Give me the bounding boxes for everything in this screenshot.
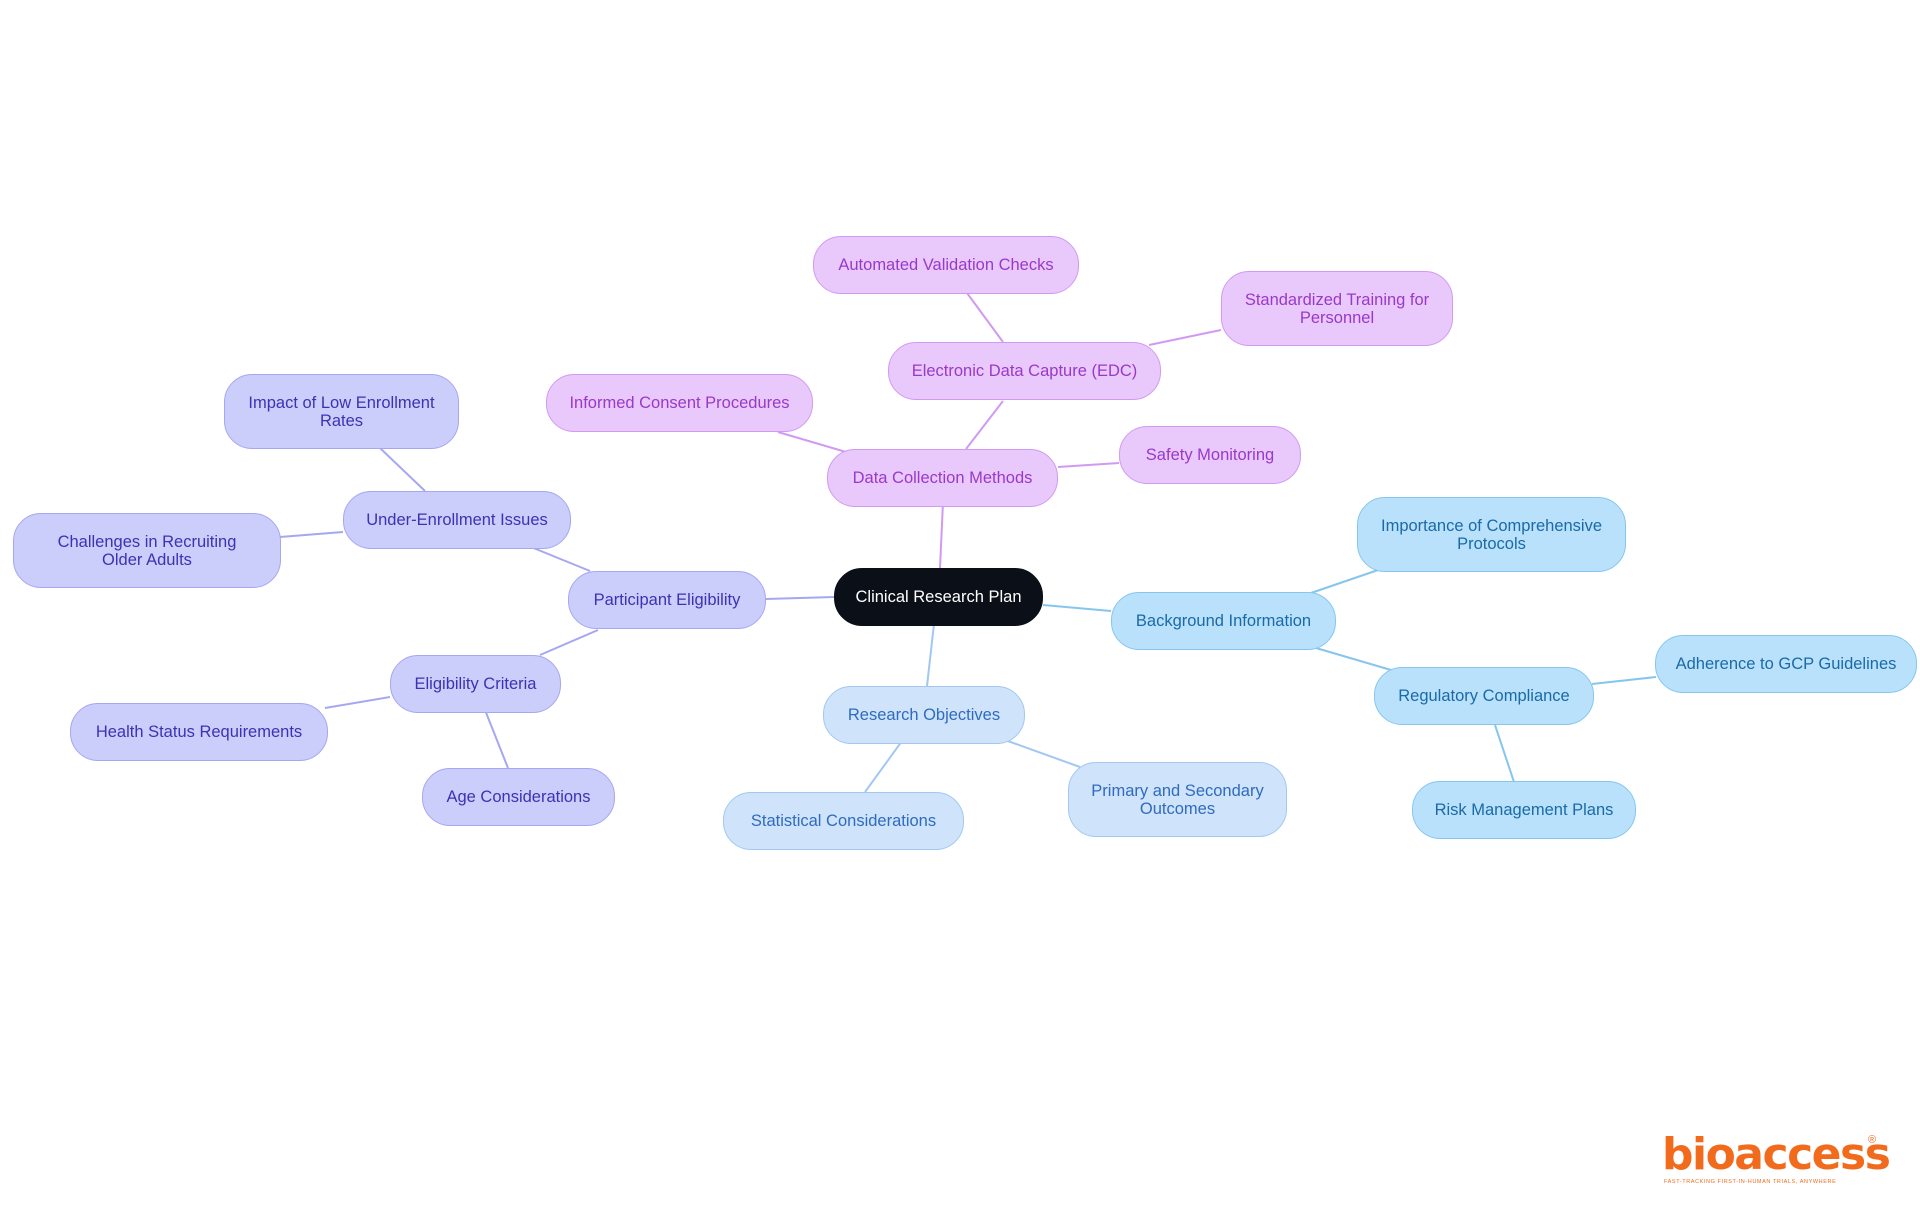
node-importance-comprehensive-protocols[interactable]: Importance of Comprehensive Protocols (1357, 497, 1626, 572)
node-background-information[interactable]: Background Information (1111, 592, 1336, 650)
edge-background-regulatory (1315, 647, 1392, 671)
edge-data-consent (777, 431, 847, 453)
edge-eligibility-under (530, 546, 591, 572)
node-eligibility-criteria[interactable]: Eligibility Criteria (390, 655, 561, 713)
edge-regulatory-gcp (1591, 676, 1657, 685)
edge-data-edc (965, 400, 1004, 450)
node-automated-validation-checks[interactable]: Automated Validation Checks (813, 236, 1079, 294)
edge-root-data-collection (939, 501, 944, 569)
node-statistical-considerations[interactable]: Statistical Considerations (723, 792, 964, 850)
node-adherence-gcp-guidelines[interactable]: Adherence to GCP Guidelines (1655, 635, 1917, 693)
edge-root-background (1042, 604, 1112, 612)
node-participant-eligibility[interactable]: Participant Eligibility (568, 571, 766, 629)
node-age-considerations[interactable]: Age Considerations (422, 768, 615, 826)
edge-criteria-age (484, 709, 509, 769)
node-electronic-data-capture[interactable]: Electronic Data Capture (EDC) (888, 342, 1161, 400)
edge-root-eligibility (765, 596, 835, 600)
logo-wordmark: bioaccess (1662, 1129, 1891, 1180)
node-safety-monitoring[interactable]: Safety Monitoring (1119, 426, 1301, 484)
edge-edc-training (1148, 329, 1222, 346)
root-node[interactable]: Clinical Research Plan (834, 568, 1043, 626)
bioaccess-logo: bioaccess ® FAST-TRACKING FIRST-IN-HUMAN… (1662, 1132, 1891, 1188)
node-research-objectives[interactable]: Research Objectives (823, 686, 1025, 744)
edge-eligibility-criteria (539, 629, 599, 656)
logo-tagline: FAST-TRACKING FIRST-IN-HUMAN TRIALS, ANY… (1664, 1179, 1837, 1185)
edge-criteria-health (324, 696, 391, 709)
node-regulatory-compliance[interactable]: Regulatory Compliance (1374, 667, 1594, 725)
node-challenges-recruiting-older-adults[interactable]: Challenges in Recruiting Older Adults (13, 513, 281, 588)
node-risk-management-plans[interactable]: Risk Management Plans (1412, 781, 1636, 839)
logo-registered-mark: ® (1868, 1134, 1877, 1146)
edge-regulatory-risk (1494, 724, 1515, 783)
edge-objectives-outcomes (1004, 739, 1081, 768)
node-under-enrollment-issues[interactable]: Under-Enrollment Issues (343, 491, 571, 549)
edge-under-impact (379, 447, 426, 492)
edge-data-safety (1057, 462, 1120, 468)
node-primary-secondary-outcomes[interactable]: Primary and Secondary Outcomes (1068, 762, 1287, 837)
edge-root-objectives (926, 623, 935, 687)
node-impact-of-low-enrollment[interactable]: Impact of Low Enrollment Rates (224, 374, 459, 449)
node-standardized-training[interactable]: Standardized Training for Personnel (1221, 271, 1453, 346)
edge-under-recruiting (279, 531, 344, 538)
node-data-collection-methods[interactable]: Data Collection Methods (827, 449, 1058, 507)
node-health-status-requirements[interactable]: Health Status Requirements (70, 703, 328, 761)
edge-background-protocols (1310, 568, 1382, 594)
node-informed-consent-procedures[interactable]: Informed Consent Procedures (546, 374, 813, 432)
edge-edc-validation (966, 292, 1004, 343)
edge-objectives-statistical (864, 740, 903, 793)
